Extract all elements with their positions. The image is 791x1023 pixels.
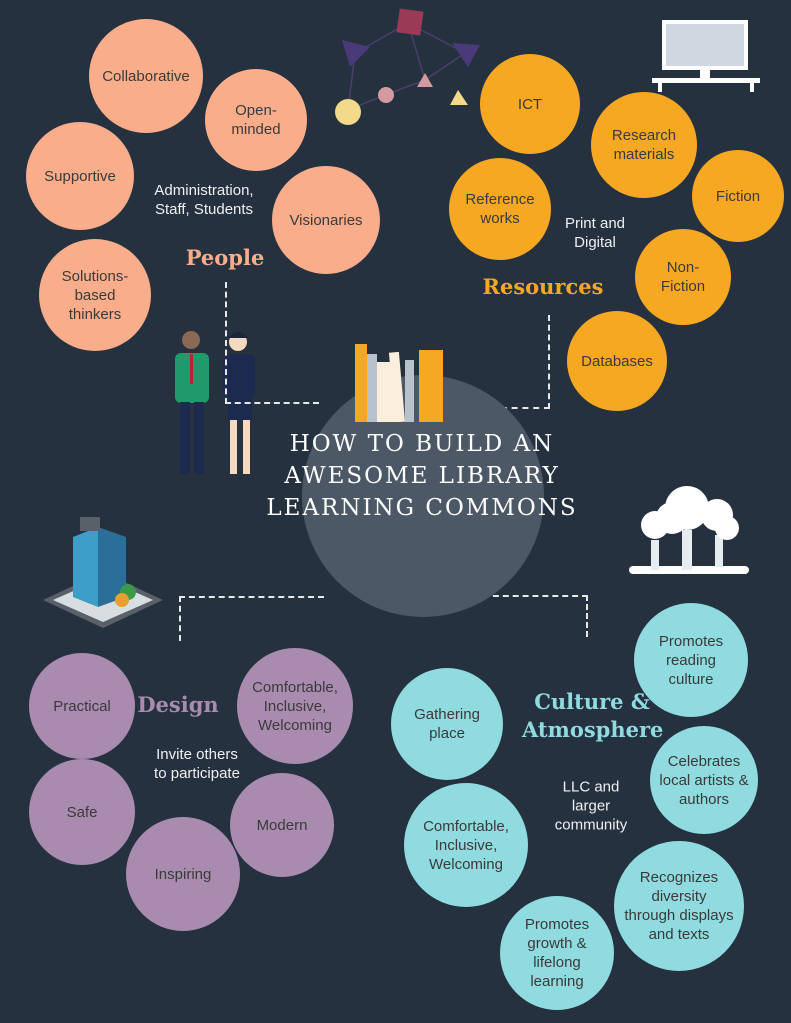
design-item: Comfortable, Inclusive, Welcoming: [237, 648, 353, 764]
resources-heading: Resources: [482, 274, 604, 299]
resources-item: Databases: [567, 311, 667, 411]
people-figures-icon: [175, 331, 255, 474]
design-subtitle: Invite others to participate: [154, 746, 240, 782]
culture-subtitle: LLC and larger community: [554, 778, 628, 834]
resources-item: Fiction: [692, 150, 784, 242]
culture-item: Promotes reading culture: [634, 603, 748, 717]
people-item: Open-minded: [205, 69, 307, 171]
culture-heading: Culture & Atmosphere: [522, 689, 664, 742]
computer-icon: [652, 20, 760, 92]
design-connector: [179, 596, 324, 641]
culture-item: Gathering place: [391, 668, 503, 780]
culture-connector: [483, 595, 588, 637]
culture-item: Promotes growth & lifelong learning: [500, 896, 614, 1010]
people-item: Supportive: [26, 122, 134, 230]
resources-item: Research materials: [591, 92, 697, 198]
people-heading: People: [185, 245, 265, 270]
building-icon: [43, 517, 163, 628]
culture-item: Celebrates local artists & authors: [650, 726, 758, 834]
network-graphic-icon: [335, 8, 480, 125]
people-subtitle: Administration, Staff, Students: [154, 182, 254, 218]
people-item: Collaborative: [89, 19, 203, 133]
books-icon: [355, 344, 443, 422]
trees-icon: [629, 486, 749, 574]
design-item: Modern: [230, 773, 334, 877]
design-item: Practical: [29, 653, 135, 759]
resources-item: ICT: [480, 54, 580, 154]
page-title: HOW TO BUILD AN AWESOME LIBRARY LEARNING…: [266, 431, 578, 521]
design-heading: Design: [137, 692, 219, 717]
resources-connector: [490, 315, 550, 409]
people-connector: [225, 282, 319, 404]
design-item: Inspiring: [126, 817, 240, 931]
culture-item: Comfortable, Inclusive, Welcoming: [404, 783, 528, 907]
resources-item: Reference works: [449, 158, 551, 260]
resources-item: Non-Fiction: [635, 229, 731, 325]
design-item: Safe: [29, 759, 135, 865]
resources-subtitle: Print and Digital: [564, 215, 626, 251]
people-item: Solutions-based thinkers: [39, 239, 151, 351]
culture-item: Recognizes diversity through displays an…: [614, 841, 744, 971]
people-item: Visionaries: [272, 166, 380, 274]
